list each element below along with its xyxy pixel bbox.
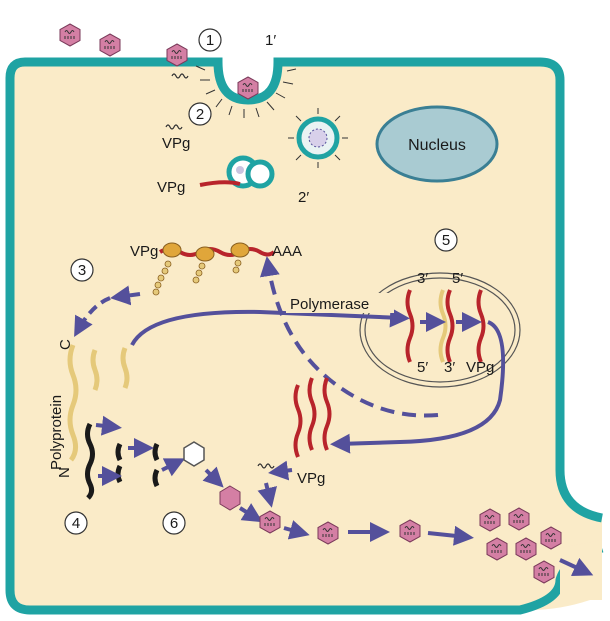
cleavage-arrow xyxy=(95,415,122,436)
virion-icon xyxy=(540,526,562,550)
virion-icon xyxy=(515,537,537,561)
polyprotein-strands xyxy=(67,344,130,462)
five-prime-label-a: 5′ xyxy=(452,270,463,287)
ribosomes xyxy=(162,242,250,262)
virion-icon xyxy=(486,537,508,561)
uncoating-vesicle xyxy=(226,155,275,189)
step-4-label: 4 xyxy=(72,515,80,532)
provirion-icon xyxy=(219,485,241,511)
replication-complex-inner xyxy=(364,277,516,383)
vpg-label-5: VPg xyxy=(297,470,325,487)
vpg-label-1: VPg xyxy=(162,135,190,152)
step-5-label: 5 xyxy=(442,232,450,249)
cleavage-arrow xyxy=(161,458,186,477)
step-6-circle xyxy=(162,511,186,535)
vpg-label-3: VPg xyxy=(130,243,158,260)
virion-icon xyxy=(237,76,259,100)
five-prime-label-b: 5′ xyxy=(417,359,428,376)
virion-icon xyxy=(479,508,501,532)
assembly-arrow xyxy=(202,466,224,488)
three-prime-label-b: 3′ xyxy=(444,359,455,376)
virion-icon xyxy=(99,33,121,57)
assembly-arrow xyxy=(257,482,277,508)
coated-vesicle xyxy=(288,108,348,168)
step-5-circle xyxy=(434,228,458,252)
virion-icon xyxy=(59,23,81,47)
translation-to-polyprotein-arrow xyxy=(74,296,111,337)
step-3-label: 3 xyxy=(78,262,86,279)
polymerase-label-bg xyxy=(286,293,394,313)
rna-strand xyxy=(199,180,241,187)
virion-icon xyxy=(533,560,555,584)
polymerase-arrow xyxy=(130,307,410,347)
polymerase-label: Polymerase xyxy=(290,296,369,313)
procapsid-icon xyxy=(183,441,205,467)
new-rna-arrow xyxy=(330,320,506,454)
polyprotein-label: Polyprotein xyxy=(48,395,65,470)
n-terminus-label: N xyxy=(56,467,73,478)
replication-complex-outer xyxy=(359,272,521,388)
recycle-to-translation-arrow xyxy=(259,256,439,418)
release-arrow xyxy=(559,557,594,577)
vpg-arrow xyxy=(268,460,293,481)
clathrin-bristles xyxy=(195,65,297,118)
aaa-label: AAA xyxy=(272,243,302,260)
progeny-rna xyxy=(293,377,332,458)
step-1-label: 1 xyxy=(206,32,214,49)
maturation-arrow xyxy=(427,525,474,546)
virion-icon xyxy=(166,43,188,67)
step-6-label: 6 xyxy=(170,515,178,532)
c-terminus-label: C xyxy=(57,339,74,350)
step-3-circle xyxy=(70,258,94,282)
three-prime-label-a: 3′ xyxy=(417,270,428,287)
nucleus xyxy=(375,105,499,183)
step-2-prime-label: 2′ xyxy=(298,189,309,206)
virion-icon xyxy=(317,521,339,545)
step-1-prime-label: 1′ xyxy=(265,32,276,49)
vpg-label-4: VPg xyxy=(466,359,494,376)
virion-icon xyxy=(508,507,530,531)
step-4-circle xyxy=(64,511,88,535)
cell-membrane xyxy=(5,57,603,590)
translation-arrow xyxy=(110,285,141,306)
nascent-peptides xyxy=(152,259,242,296)
maturation-arrow xyxy=(283,520,310,540)
vpg-label-2: VPg xyxy=(157,179,185,196)
step-2-label: 2 xyxy=(196,106,204,123)
step-2-circle xyxy=(188,102,212,126)
nucleus-label: Nucleus xyxy=(408,137,466,154)
step-1-circle xyxy=(198,28,222,52)
virion-icon xyxy=(259,510,281,534)
assembly-arrow xyxy=(238,503,263,523)
virion-icon xyxy=(399,519,421,543)
